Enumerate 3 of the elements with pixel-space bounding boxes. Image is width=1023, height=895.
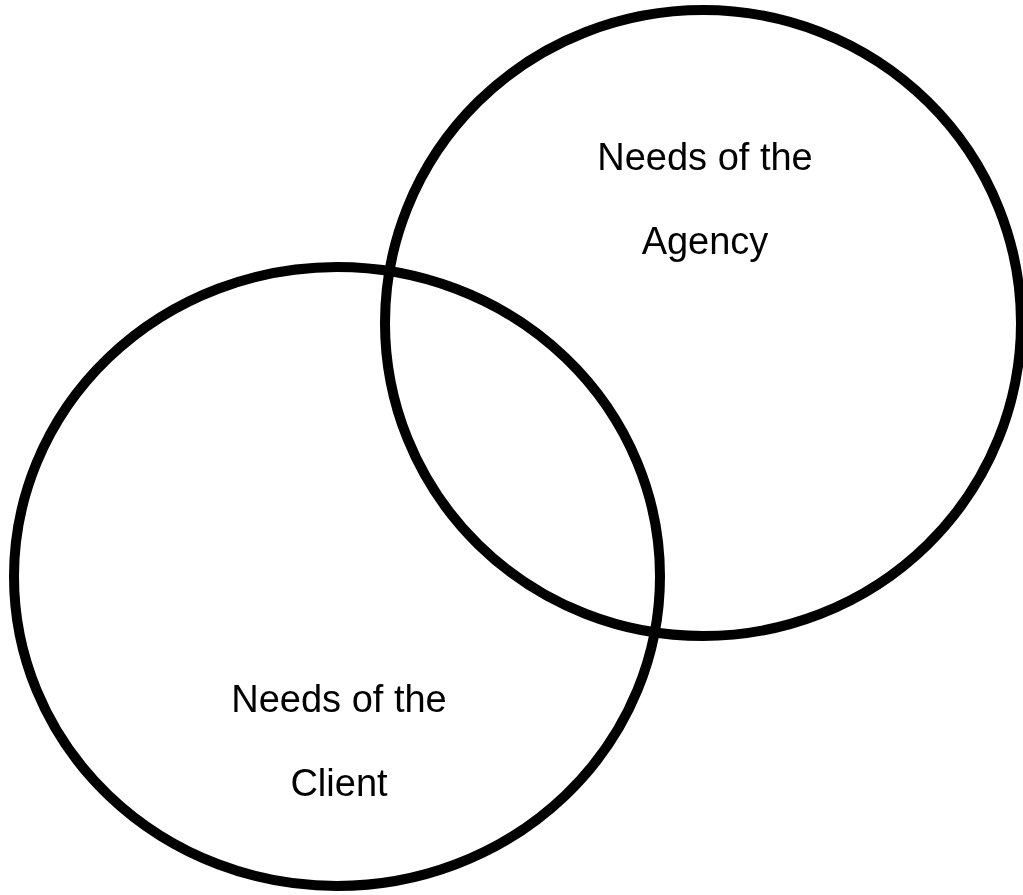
circle-label: Needs of the Agency [596, 135, 814, 264]
venn-circle [9, 262, 665, 891]
circle-label: Needs of the Client [230, 677, 448, 806]
